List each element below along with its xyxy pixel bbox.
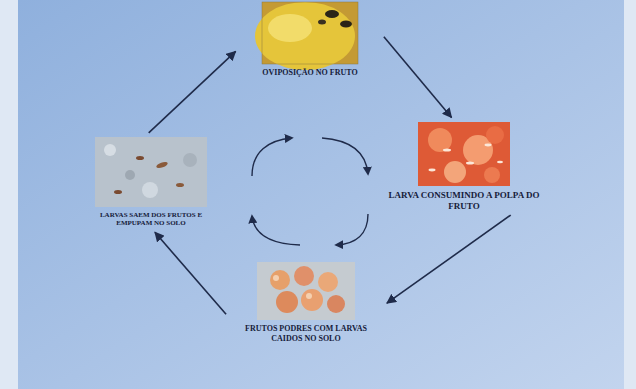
fruit-photo <box>255 2 358 70</box>
cycle-arrow <box>387 215 511 303</box>
photo-space <box>86 137 216 209</box>
panel <box>18 0 624 389</box>
fallen-fruits-photo <box>257 262 355 320</box>
soil-pupae-photo <box>95 137 207 207</box>
photo-space <box>232 262 380 322</box>
stage-caption: OVIPOSIÇÃO NO FRUTO <box>242 68 378 78</box>
pulp-photo <box>418 122 510 186</box>
cycle-arrow <box>384 37 452 118</box>
stage-caption: LARVAS SAEM DOS FRUTOS E EMPUPAM NO SOLO <box>86 211 216 228</box>
stage-caption: FRUTOS PODRES COM LARVAS CAIDOS NO SOLO <box>232 324 380 343</box>
life-stage: LARVAS SAEM DOS FRUTOS E EMPUPAM NO SOLO <box>84 137 218 228</box>
life-stage: OVIPOSIÇÃO NO FRUTO <box>240 2 380 78</box>
life-stage: LARVA CONSUMINDO A POLPA DO FRUTO <box>378 122 550 212</box>
photo-space <box>242 2 378 66</box>
photo-space <box>380 122 548 188</box>
cycle-arrow <box>149 51 236 132</box>
cycle-arrow <box>155 232 226 314</box>
stage-caption: LARVA CONSUMINDO A POLPA DO FRUTO <box>380 190 548 212</box>
life-stage: FRUTOS PODRES COM LARVAS CAIDOS NO SOLO <box>230 262 382 343</box>
inner-cycle-arrows <box>252 138 368 245</box>
